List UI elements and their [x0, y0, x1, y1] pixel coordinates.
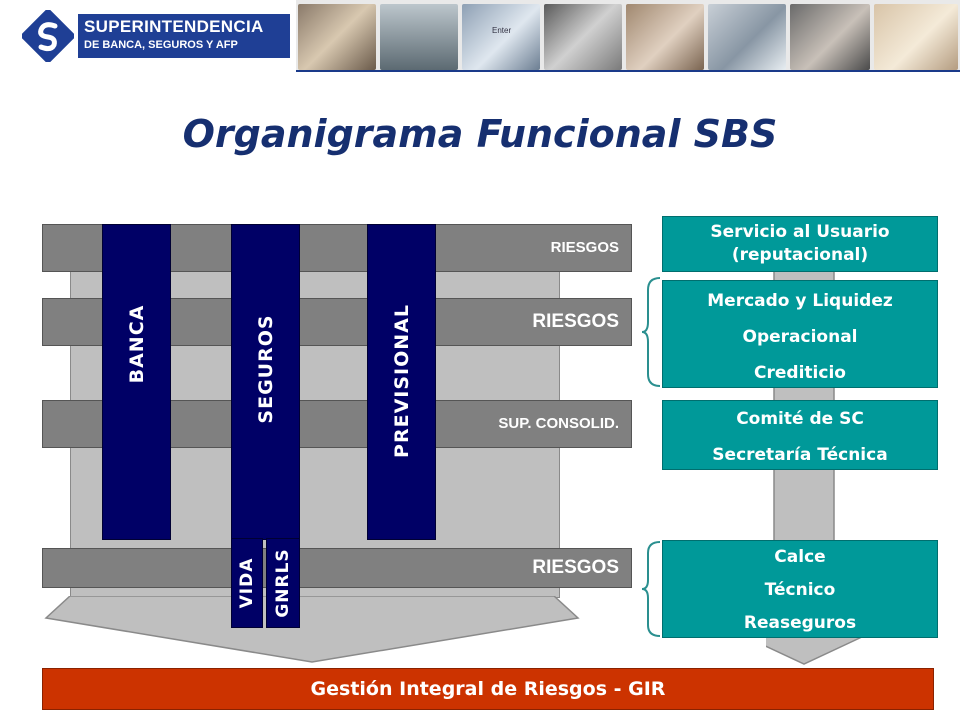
box-comite-sc: Comité de SC Secretaría Técnica — [662, 400, 938, 470]
box-calce-line2: Técnico — [764, 580, 836, 600]
column-vida: VIDA — [231, 538, 263, 628]
box-comite-line2: Secretaría Técnica — [712, 445, 888, 465]
box-calce-line3: Reaseguros — [743, 613, 857, 633]
box-servicio-line1: Servicio al Usuario — [710, 222, 890, 242]
box-comite-line1: Comité de SC — [736, 409, 864, 429]
page-title: Organigrama Funcional SBS — [182, 112, 778, 156]
brace-riesgos-lower — [641, 541, 661, 637]
box-mercado-line2: Operacional — [742, 327, 858, 347]
column-seguros-label: SEGUROS — [254, 314, 277, 424]
banner-photo-writing — [874, 4, 958, 70]
column-gnrls-label: GNRLS — [273, 548, 293, 618]
banner-photo-card-terminal — [708, 4, 786, 70]
banner-photo-card — [298, 4, 376, 70]
banner-photo-hands — [626, 4, 704, 70]
column-banca-label: BANCA — [125, 304, 148, 384]
column-vida-label: VIDA — [237, 557, 257, 609]
box-servicio-line2: (reputacional) — [731, 245, 869, 265]
column-previsional: PREVISIONAL — [367, 224, 436, 540]
brace-riesgos-upper — [641, 277, 661, 387]
banner-photo-document — [544, 4, 622, 70]
box-calce-tecnico: Calce Técnico Reaseguros — [662, 540, 938, 638]
sbs-logo: SUPERINTENDENCIA DE BANCA, SEGUROS Y AFP — [0, 0, 296, 72]
logo-title: SUPERINTENDENCIA — [84, 17, 264, 36]
banner-photo-building — [380, 4, 458, 70]
column-gnrls: GNRLS — [266, 538, 300, 628]
box-mercado-line1: Mercado y Liquidez — [707, 291, 893, 311]
box-mercado-line3: Crediticio — [754, 363, 846, 383]
box-riesgos-mercado: Mercado y Liquidez Operacional Creditici… — [662, 280, 938, 388]
logo-text-box: SUPERINTENDENCIA DE BANCA, SEGUROS Y AFP — [78, 14, 290, 58]
column-previsional-label: PREVISIONAL — [390, 304, 413, 458]
box-calce-line1: Calce — [774, 547, 826, 567]
riesgos-bar-3: RIESGOS — [42, 548, 632, 588]
banner-photo-keyboard: Enter — [462, 4, 540, 70]
header-banner: SUPERINTENDENCIA DE BANCA, SEGUROS Y AFP… — [0, 0, 960, 72]
banner-photo-handshake — [790, 4, 870, 70]
sbs-logo-icon — [22, 10, 74, 62]
gir-bar: Gestión Integral de Riesgos - GIR — [42, 668, 934, 710]
down-arrow-to-gir — [44, 596, 580, 663]
column-seguros: SEGUROS — [231, 224, 300, 540]
keyboard-enter-label: Enter — [492, 26, 512, 35]
logo-subtitle: DE BANCA, SEGUROS Y AFP — [84, 39, 238, 51]
column-banca: BANCA — [102, 224, 171, 540]
box-servicio-usuario: Servicio al Usuario (reputacional) — [662, 216, 938, 272]
